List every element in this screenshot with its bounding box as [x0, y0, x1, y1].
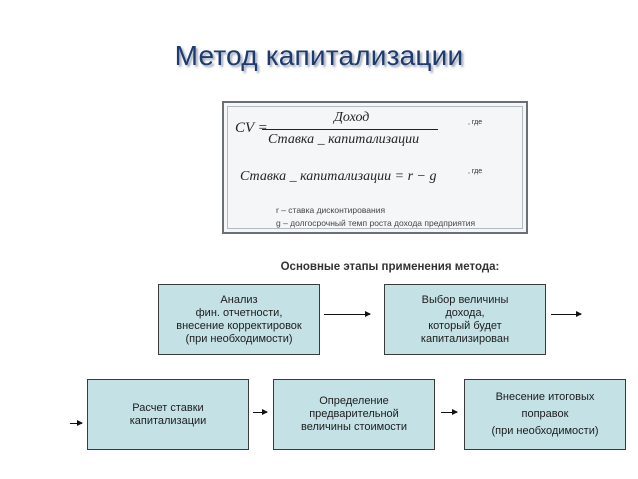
- formula-numerator: Доход: [334, 110, 370, 125]
- formula-panel: [222, 101, 528, 234]
- formula-cv-symbol: CV =: [235, 120, 268, 136]
- step-box-analysis: Анализ фин. отчетности, внесение коррект…: [158, 284, 320, 355]
- formula-where-label-1: , где: [468, 119, 483, 126]
- step-text-final-adjustments: Внесение итоговых поправок (при необходи…: [491, 391, 599, 437]
- page-title: Метод капитализации: [174, 40, 464, 71]
- formula-legend-g: g – долгосрочный темп роста дохода предп…: [276, 218, 476, 228]
- arrow-into-rate-calculation: [70, 420, 83, 426]
- formula-fraction-line: [262, 129, 438, 130]
- step-box-final-adjustments: Внесение итоговых поправок (при необходи…: [464, 379, 626, 450]
- step-box-income-selection: Выбор величины дохода, который будет кап…: [384, 284, 546, 355]
- stages-heading: Основные этапы применения метода:: [280, 261, 500, 273]
- formula-panel-inner-border: [227, 106, 523, 229]
- step-text-analysis: Анализ фин. отчетности, внесение коррект…: [176, 293, 302, 345]
- step-text-preliminary-value: Определение предварительной величины сто…: [301, 395, 407, 433]
- formula-rate: Ставка _ капитализации = r − g: [240, 169, 437, 184]
- step-box-rate-calculation: Расчет ставки капитализации: [87, 379, 249, 450]
- formula-where-label-2: , где: [468, 168, 483, 175]
- arrow-rate-to-preliminary: [253, 409, 268, 415]
- arrow-analysis-to-income: [324, 311, 371, 317]
- step-box-preliminary-value: Определение предварительной величины сто…: [273, 379, 435, 450]
- step-text-rate-calculation: Расчет ставки капитализации: [129, 401, 207, 427]
- arrow-preliminary-to-final: [441, 409, 458, 415]
- arrow-income-to-next-row: [551, 311, 582, 317]
- formula-denominator: Ставка _ капитализации: [268, 132, 420, 147]
- formula-legend-r: r – ставка дисконтирования: [276, 205, 386, 215]
- step-text-income-selection: Выбор величины дохода, который будет кап…: [420, 293, 510, 345]
